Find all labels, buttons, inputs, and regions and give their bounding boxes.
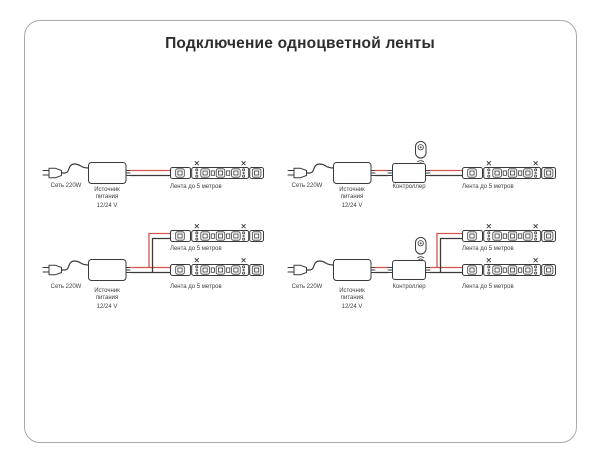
led-strip <box>462 224 556 242</box>
psu-label-line: Источник <box>339 288 365 294</box>
controller-label: Контроллер <box>392 284 426 290</box>
mains-label: Сеть 220W <box>50 284 82 290</box>
controller-box <box>387 260 431 280</box>
led-strip <box>462 161 556 179</box>
power-supply-box <box>333 259 376 281</box>
wire-negative-branch <box>439 237 463 273</box>
psu-label-line: питания <box>340 193 364 200</box>
strip-label: Лента до 5 метров <box>170 284 222 290</box>
psu-label: Источник питания 12/24 V <box>81 187 133 209</box>
power-plug-icon <box>42 163 89 179</box>
psu-label: Источник питания 12/24 V <box>326 187 378 209</box>
psu-label-line: питания <box>95 193 119 200</box>
mains-label: Сеть 220W <box>291 183 323 189</box>
psu-label: Источник питания 12/24 V <box>81 288 133 310</box>
strip-label: Лента до 5 метров <box>170 184 222 190</box>
strip-label: Лента до 5 метров <box>462 284 514 290</box>
led-strip <box>170 161 264 179</box>
psu-label-line: Источник <box>94 288 120 294</box>
psu-label-voltage: 12/24 V <box>341 303 363 310</box>
controller-label: Контроллер <box>392 184 426 190</box>
mains-label: Сеть 220W <box>50 183 82 189</box>
power-plug-icon <box>287 260 334 276</box>
wire-positive-branch <box>436 232 463 268</box>
strip-label: Лента до 5 метров <box>170 246 222 252</box>
led-strip <box>462 258 556 276</box>
psu-label-line: Источник <box>339 187 365 193</box>
power-supply-box <box>333 162 376 184</box>
power-supply-box <box>88 259 131 281</box>
diagram-psu-two-strips <box>42 224 264 281</box>
remote-control-icon <box>415 141 427 165</box>
wire-negative-branch <box>151 237 171 273</box>
psu-label-line: питания <box>95 294 119 301</box>
wire-positive-branch <box>148 232 171 268</box>
led-strip <box>170 224 264 242</box>
diagram-psu-single-strip <box>42 161 264 184</box>
psu-label: Источник питания 12/24 V <box>326 288 378 310</box>
mains-label: Сеть 220W <box>291 284 323 290</box>
content-frame-border <box>24 20 577 443</box>
strip-label: Лента до 5 метров <box>462 246 514 252</box>
psu-label-voltage: 12/24 V <box>96 202 118 209</box>
remote-control-icon <box>415 237 427 261</box>
led-strip <box>170 258 264 276</box>
diagram-psu-controller-two-strips <box>287 224 556 281</box>
power-plug-icon <box>42 260 89 276</box>
psu-label-voltage: 12/24 V <box>96 303 118 310</box>
controller-box <box>387 163 431 183</box>
psu-label-line: Источник <box>94 187 120 193</box>
page-title: Подключение одноцветной ленты <box>165 35 435 52</box>
power-plug-icon <box>287 163 334 179</box>
diagram-psu-controller-single-strip <box>287 141 556 184</box>
strip-label: Лента до 5 метров <box>462 184 514 190</box>
psu-label-voltage: 12/24 V <box>341 202 363 209</box>
psu-label-line: питания <box>340 294 364 301</box>
power-supply-box <box>88 162 131 184</box>
